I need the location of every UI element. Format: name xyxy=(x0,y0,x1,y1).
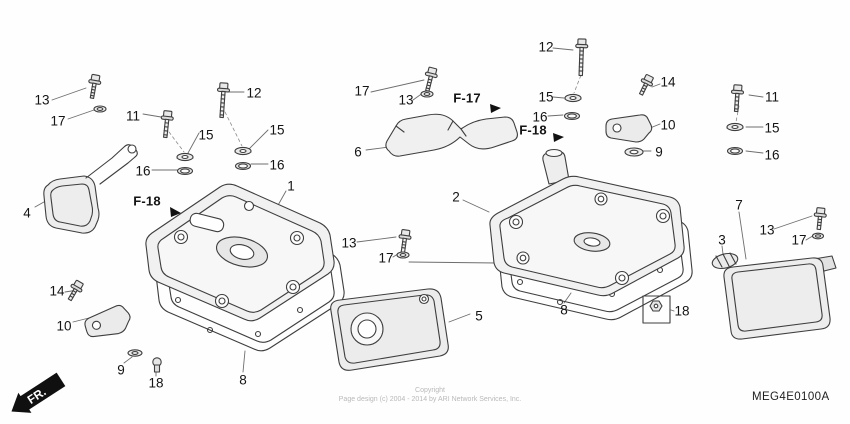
callout-9[interactable]: 9 xyxy=(655,144,663,160)
callout-17[interactable]: 17 xyxy=(378,250,394,266)
bolt-11-right-icon xyxy=(730,84,745,113)
part-5-side-cover xyxy=(330,288,449,371)
ref-label-F-17[interactable]: F-17 xyxy=(453,90,481,106)
washer-17-topleft-icon xyxy=(93,105,107,113)
grommet-16-right-icon xyxy=(726,146,744,156)
bolt-13-right-icon xyxy=(813,207,827,231)
callout-12[interactable]: 12 xyxy=(246,85,262,101)
callout-4[interactable]: 4 xyxy=(23,205,31,221)
bolt-14-left-icon xyxy=(67,279,84,302)
callout-13[interactable]: 13 xyxy=(398,92,414,108)
part-6-bracket xyxy=(385,113,518,157)
bolt-13-midtop-icon xyxy=(424,66,438,92)
callout-15[interactable]: 15 xyxy=(269,122,285,138)
callout-16[interactable]: 16 xyxy=(269,157,285,173)
washer-17-midtop-icon xyxy=(420,90,434,98)
washer-17-midbottom-icon xyxy=(396,251,410,259)
ref-arrow-f18-mid-icon xyxy=(553,133,564,142)
callout-17[interactable]: 17 xyxy=(354,83,370,99)
washer-17-right-icon xyxy=(811,232,825,240)
callout-10[interactable]: 10 xyxy=(660,117,676,133)
callout-14[interactable]: 14 xyxy=(49,283,65,299)
washer-15-left-b-icon xyxy=(234,146,252,156)
bolt-13-topleft-icon xyxy=(88,73,102,99)
callout-16[interactable]: 16 xyxy=(135,163,151,179)
grommet-16-left-b-icon xyxy=(234,161,252,171)
part-2-cylinder-head-cover-right xyxy=(489,148,685,297)
bolt-12-left-icon xyxy=(216,82,231,119)
callout-13[interactable]: 13 xyxy=(341,235,357,251)
grommet-16-mid-icon xyxy=(563,111,581,121)
part-10-holder-right xyxy=(605,114,653,143)
callout-6[interactable]: 6 xyxy=(354,144,362,160)
callout-2[interactable]: 2 xyxy=(452,189,460,205)
part-3-seal xyxy=(711,252,739,270)
ref-label-F-18[interactable]: F-18 xyxy=(519,122,547,138)
copyright-text: Copyright Page design (c) 2004 - 2014 by… xyxy=(339,386,521,405)
part-1-cylinder-head-cover-left xyxy=(145,183,335,322)
callout-13[interactable]: 13 xyxy=(34,92,50,108)
washer-15-right-icon xyxy=(726,122,744,132)
callout-14[interactable]: 14 xyxy=(660,74,676,90)
washer-9-right-icon xyxy=(624,147,644,157)
callout-16[interactable]: 16 xyxy=(764,147,780,163)
part-18-nut-right xyxy=(642,295,671,324)
callout-15[interactable]: 15 xyxy=(764,120,780,136)
copyright-line1: Copyright xyxy=(415,387,445,394)
callout-11[interactable]: 11 xyxy=(125,108,141,124)
callout-8[interactable]: 8 xyxy=(560,302,568,318)
part-10-holder-left xyxy=(84,304,131,338)
callout-5[interactable]: 5 xyxy=(475,308,483,324)
callout-18[interactable]: 18 xyxy=(674,303,690,319)
callout-12[interactable]: 12 xyxy=(538,39,554,55)
grommet-16-left-a-icon xyxy=(176,166,194,176)
bolt-11-left-icon xyxy=(160,110,174,139)
washer-15-mid-icon xyxy=(564,93,582,103)
diagram-part-code: MEG4E0100A xyxy=(752,391,830,403)
part-4-bracket-left xyxy=(43,144,138,234)
callout-11[interactable]: 11 xyxy=(764,89,780,105)
callout-13[interactable]: 13 xyxy=(759,222,775,238)
part-7-side-cover-right xyxy=(723,255,837,340)
callout-17[interactable]: 17 xyxy=(791,232,807,248)
callout-8[interactable]: 8 xyxy=(239,372,247,388)
callout-17[interactable]: 17 xyxy=(50,113,66,129)
ref-label-F-18[interactable]: F-18 xyxy=(133,193,161,209)
bolt-12-right-icon xyxy=(575,38,589,77)
callout-18[interactable]: 18 xyxy=(148,375,164,391)
bolt-14-right-icon xyxy=(638,74,654,96)
leader-lines xyxy=(34,47,817,377)
callout-9[interactable]: 9 xyxy=(117,362,125,378)
callout-10[interactable]: 10 xyxy=(56,318,72,334)
callout-16[interactable]: 16 xyxy=(532,109,548,125)
callout-15[interactable]: 15 xyxy=(538,89,554,105)
part-18-stud-left xyxy=(152,357,162,373)
callout-3[interactable]: 3 xyxy=(718,232,726,248)
copyright-line2: Page design (c) 2004 - 2014 by ARI Netwo… xyxy=(338,396,522,404)
assembly-axis-lines xyxy=(168,69,740,153)
callout-1[interactable]: 1 xyxy=(287,178,295,194)
washer-15-left-a-icon xyxy=(176,152,194,162)
callout-7[interactable]: 7 xyxy=(735,197,743,213)
callout-15[interactable]: 15 xyxy=(198,127,214,143)
ref-arrow-f18-left-icon xyxy=(170,207,181,217)
ref-arrow-f17-icon xyxy=(490,104,501,113)
washer-9-left-icon xyxy=(127,349,143,357)
